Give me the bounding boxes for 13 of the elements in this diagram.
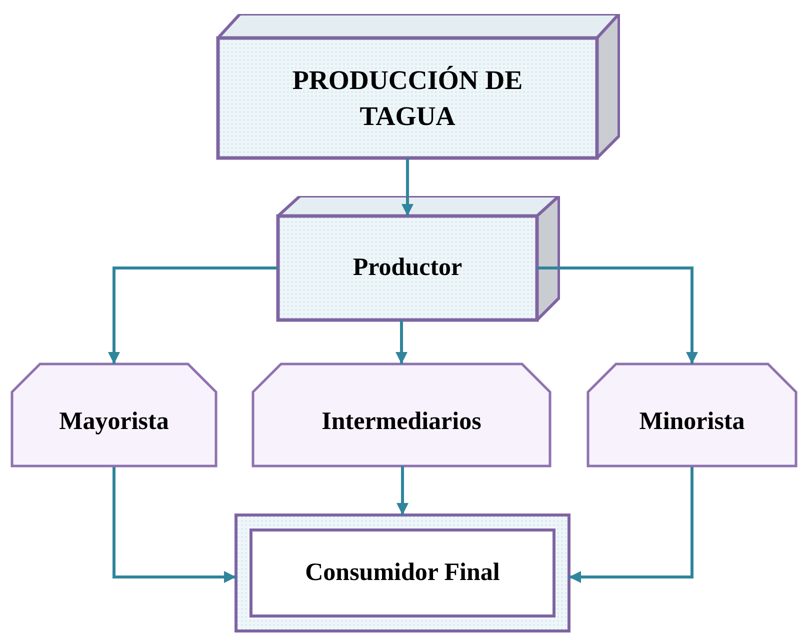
node-label: Mayorista — [59, 407, 169, 438]
arrow — [402, 158, 414, 216]
node-label: Intermediarios — [322, 407, 482, 438]
node-label: Consumidor Final — [305, 558, 500, 588]
node-label: Productor — [352, 253, 462, 284]
arrow — [537, 266, 698, 364]
node-label: Minorista — [639, 407, 745, 438]
arrow — [396, 320, 408, 364]
arrow — [569, 467, 694, 583]
arrow — [396, 466, 408, 515]
arrow — [108, 266, 278, 364]
node-label: PRODUCCIÓN DE TAGUA — [291, 64, 524, 133]
arrow — [112, 467, 236, 583]
